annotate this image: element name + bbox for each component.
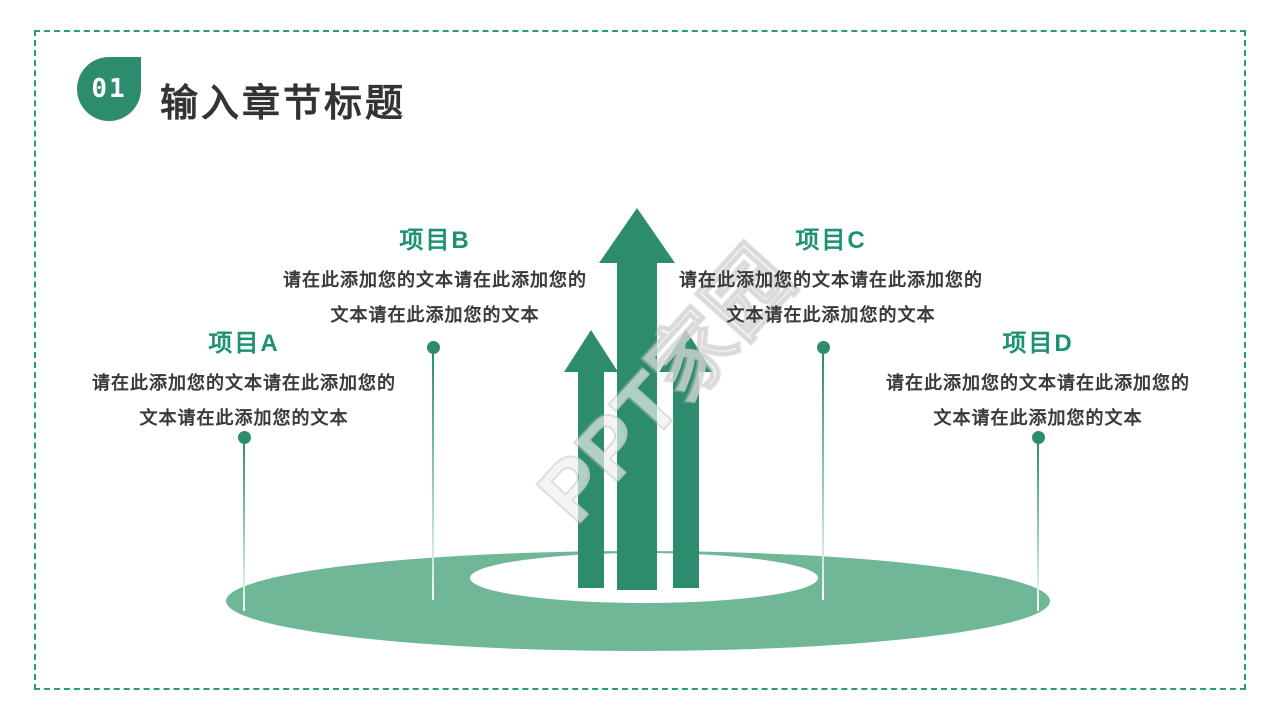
section-number: 01 bbox=[91, 74, 127, 104]
item-a-label: 项目A bbox=[208, 330, 280, 357]
item-b-text-line2: 文本请在此添加您的文本 bbox=[330, 305, 540, 325]
page-title: 输入章节标题 bbox=[160, 83, 407, 125]
item-block-c: 项目C 请在此添加您的文本请在此添加您的 文本请在此添加您的文本 bbox=[671, 220, 991, 325]
item-a-text-line2: 文本请在此添加您的文本 bbox=[139, 408, 349, 428]
up-arrow-icon bbox=[564, 330, 618, 372]
section-number-badge: 01 bbox=[77, 57, 141, 121]
pin-line-d bbox=[1037, 441, 1039, 611]
arrow-shaft bbox=[673, 371, 699, 588]
pin-line-a bbox=[243, 441, 245, 611]
up-arrow-icon bbox=[659, 330, 713, 372]
item-block-b: 项目B 请在此添加您的文本请在此添加您的 文本请在此添加您的文本 bbox=[275, 220, 595, 325]
pin-dot-a bbox=[238, 431, 251, 444]
item-b-text-line1: 请在此添加您的文本请在此添加您的 bbox=[283, 270, 587, 290]
item-c-label: 项目C bbox=[795, 227, 867, 254]
item-block-a: 项目A 请在此添加您的文本请在此添加您的 文本请在此添加您的文本 bbox=[84, 323, 404, 428]
center-up-arrow bbox=[599, 208, 675, 590]
item-d-text-line1: 请在此添加您的文本请在此添加您的 bbox=[886, 373, 1190, 393]
item-block-d: 项目D 请在此添加您的文本请在此添加您的 文本请在此添加您的文本 bbox=[878, 323, 1198, 428]
pin-line-b bbox=[432, 352, 434, 600]
pin-dot-c bbox=[817, 341, 830, 354]
right-up-arrow bbox=[659, 330, 713, 588]
dashed-border-frame bbox=[34, 30, 1246, 690]
pin-dot-d bbox=[1032, 431, 1045, 444]
arrow-shaft bbox=[578, 371, 604, 588]
arrow-shaft bbox=[617, 262, 657, 590]
item-d-label: 项目D bbox=[1002, 330, 1074, 357]
up-arrow-icon bbox=[599, 208, 675, 263]
pin-dot-b bbox=[427, 341, 440, 354]
pin-line-c bbox=[822, 352, 824, 600]
item-c-text-line1: 请在此添加您的文本请在此添加您的 bbox=[679, 270, 983, 290]
left-up-arrow bbox=[564, 330, 618, 588]
item-c-text-line2: 文本请在此添加您的文本 bbox=[726, 305, 936, 325]
item-d-text-line2: 文本请在此添加您的文本 bbox=[933, 408, 1143, 428]
item-a-text-line1: 请在此添加您的文本请在此添加您的 bbox=[92, 373, 396, 393]
item-b-label: 项目B bbox=[399, 227, 471, 254]
